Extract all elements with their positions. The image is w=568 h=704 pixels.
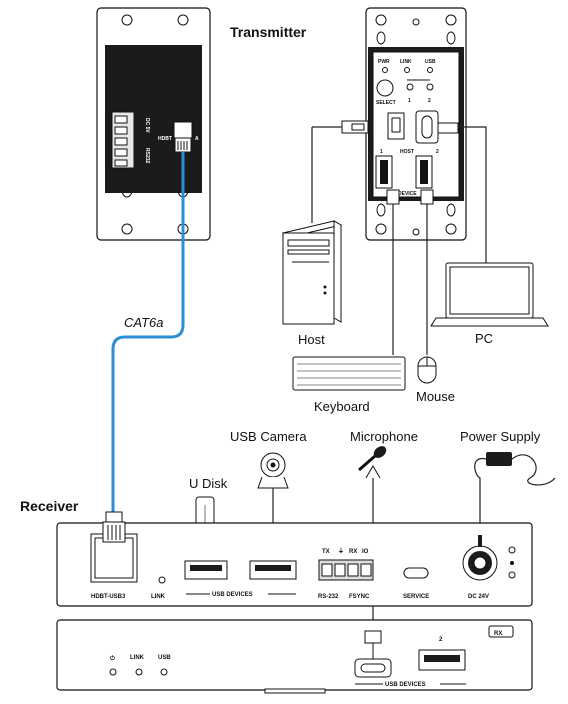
host-num2: 2 [428,98,431,104]
rx-link-label: LINK [151,594,166,600]
keyboard-label: Keyboard [314,399,370,414]
receiver-front-panel: HDBT-USB3 LINK USB DEVICES TX ⏚ RX IO RS… [56,511,533,607]
tx-label: TX [322,549,330,555]
dc24v-label: DC 24V [468,594,489,600]
host-label: Host [298,332,325,347]
dev-num2: 2 [436,149,439,155]
rear-usb-devices-label: USB DEVICES [385,682,426,688]
rear-usb-label: USB [158,655,171,661]
receiver-title: Receiver [20,498,79,514]
host-cable-plug [311,120,369,223]
pc-cable [437,122,487,263]
gnd-label: ⏚ [338,548,344,555]
dev-num1: 1 [380,149,383,155]
mouse-cable [420,189,434,355]
rs232-label: RS232 [144,148,150,164]
link-label: LINK [400,59,412,65]
transmitter-title: Transmitter [230,24,307,40]
host-computer-icon [281,220,343,325]
microphone-icon [358,446,387,640]
pwr-label: PWR [378,59,390,65]
keyboard-icon [292,356,406,391]
pc-laptop-icon [430,262,549,327]
a-label: A [195,136,199,142]
hdbt-usb3-label: HDBT-USB3 [91,594,126,600]
fsync-label: FSYNC [349,594,370,600]
usb-led [427,67,433,73]
rear-port-number: 2 [439,637,443,643]
rx-badge [488,625,514,638]
tx-right-wallplate: PWR LINK USB SELECT 1 2 HOST 1 2 DEVICE [365,7,467,241]
cable-label: CAT6a [124,315,164,330]
tx-left-wallplate: DC 5V RS232 HDBT A [96,7,211,241]
rx-label: RX [349,549,357,555]
microphone-label: Microphone [350,429,418,444]
rj45-plug-top [174,137,192,153]
device-label: DEVICE [398,191,417,197]
rx-badge-text: RX [494,631,502,637]
rear-usb-led [160,668,168,676]
host-label: HOST [400,149,414,155]
power-symbol: ⏻ [110,655,115,662]
udisk-label: U Disk [189,476,228,491]
service-port [403,567,429,579]
link-led [158,576,166,584]
host-num1: 1 [408,98,411,104]
usb-devices-label: USB DEVICES [212,592,253,598]
service-label: SERVICE [403,594,429,600]
mouse-label: Mouse [416,389,455,404]
keyboard-cable [386,189,400,355]
receiver-rear-panel: RX ⏻ LINK USB 2 USB DEVICES [56,619,533,694]
power-led [109,668,117,676]
rear-link-label: LINK [130,655,145,661]
cat6a-cable [111,152,185,512]
link-led [404,67,410,73]
hdbt-port [173,121,193,139]
pc-label: PC [475,331,493,346]
usb-label: USB [425,59,436,65]
select-label: SELECT [376,100,396,106]
select-button[interactable] [376,79,394,97]
rs232-label: RS-232 [318,594,339,600]
rj45-plug [105,511,123,523]
hdbt-label: HDBT [158,136,172,142]
pwr-led [382,67,388,73]
io-label: IO [362,549,369,555]
mouse-icon [417,356,437,384]
dc-label: DC 5V [144,118,150,133]
rear-link-led [135,668,143,676]
usb-camera-label: USB Camera [230,429,307,444]
power-supply-label: Power Supply [460,429,541,444]
